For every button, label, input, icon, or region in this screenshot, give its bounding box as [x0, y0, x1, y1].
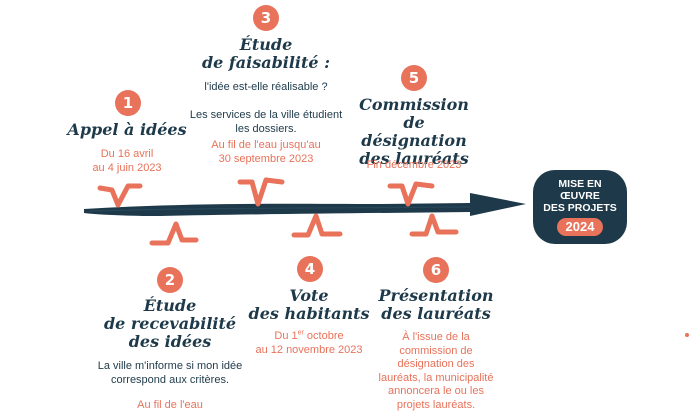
step-2-date: Au fil de l'eau	[137, 399, 203, 411]
step-4-number: 4	[297, 256, 323, 282]
step-6-date: À l'issue de la commission de désignatio…	[378, 331, 494, 411]
step-4-date-suffix: octobre	[303, 330, 344, 342]
step-4-date-prefix: Du 1	[274, 330, 298, 342]
step-6-number: 6	[423, 257, 449, 283]
step-4-date-line2: au 12 novembre 2023	[255, 344, 363, 356]
step-3-description: l'idée est-elle réalisable ? Les service…	[189, 81, 343, 135]
marker-step-2	[149, 221, 199, 246]
step-5-number: 5	[401, 65, 427, 91]
step-4-date: Du 1er octobre au 12 novembre 2023	[234, 329, 384, 357]
finale-text: MISE EN ŒUVRE DES PROJETS	[543, 178, 617, 214]
step-2-number: 2	[157, 267, 183, 293]
marker-step-4	[291, 213, 343, 238]
marker-step-6	[409, 213, 459, 237]
step-3-date: Au fil de l'eau jusqu'au 30 septembre 20…	[211, 139, 321, 165]
step-1-number: 1	[115, 90, 141, 116]
step-6-title: Présentation des lauréats	[378, 286, 494, 323]
decorative-dot	[685, 333, 689, 337]
timeline-arrow-brush	[89, 206, 471, 212]
finale-year: 2024	[556, 218, 604, 236]
step-1-date: Du 16 avril au 4 juin 2023	[92, 148, 162, 174]
marker-step-1	[97, 183, 143, 208]
step-2-description: La ville m'informe si mon idée correspon…	[97, 360, 243, 386]
marker-step-3	[237, 177, 285, 207]
step-1-title: Appel à idées	[67, 120, 187, 139]
step-2-title: Étude de recevabilité des idées	[103, 296, 237, 351]
finale-badge: MISE EN ŒUVRE DES PROJETS 2024	[533, 170, 627, 244]
step-4-date-sup: er	[297, 329, 304, 337]
marker-step-5	[387, 181, 435, 207]
step-3-number: 3	[253, 5, 279, 31]
step-3-title: Étude de faisabilité :	[201, 35, 331, 72]
timeline-arrow	[84, 193, 526, 216]
step-5-title: Commission de désignation des lauréats	[359, 95, 469, 168]
step-4-title: Vote des habitants	[248, 286, 370, 323]
step-5-date: Fin décembre 2023	[366, 159, 462, 171]
